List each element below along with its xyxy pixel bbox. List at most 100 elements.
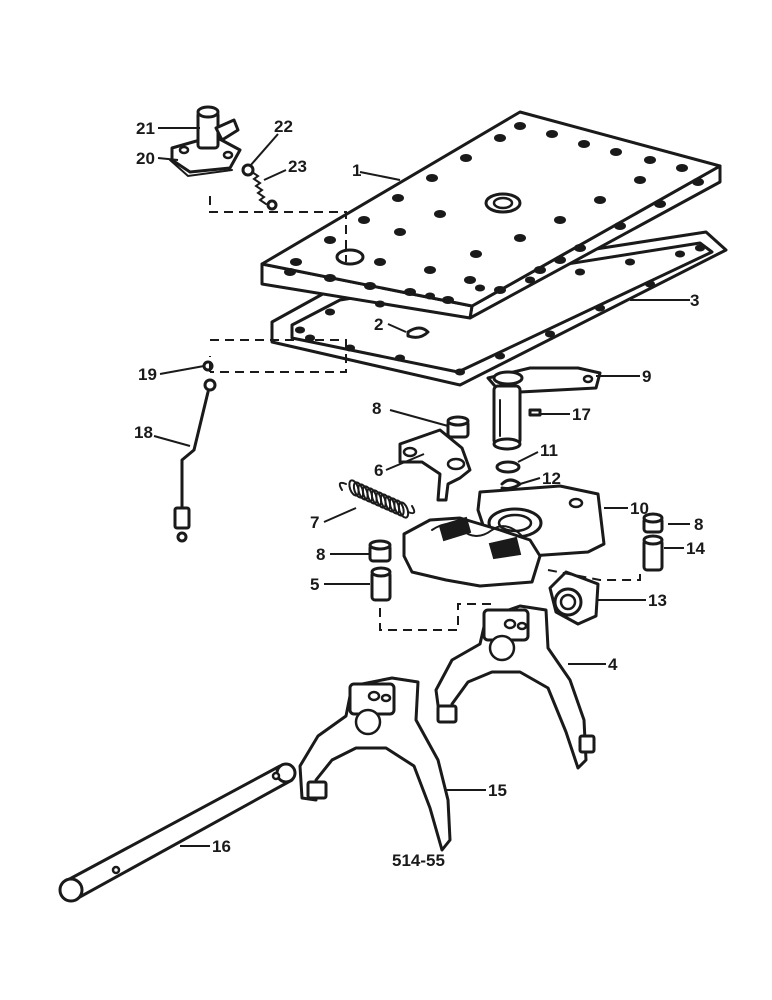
callout-20: 20 bbox=[136, 149, 155, 168]
callout-19: 19 bbox=[138, 365, 157, 384]
bolt-hole bbox=[514, 234, 526, 242]
bolt-hole bbox=[404, 288, 416, 296]
part-8-bushing-left bbox=[368, 539, 392, 563]
part-5-pin bbox=[370, 566, 392, 602]
bolt-hole bbox=[364, 282, 376, 290]
bolt-hole bbox=[614, 222, 626, 230]
bolt-hole bbox=[514, 122, 526, 130]
callout-15: 15 bbox=[488, 781, 507, 800]
part-11-washer bbox=[495, 460, 521, 474]
gasket-hole bbox=[495, 352, 505, 360]
part-23-spring-end bbox=[266, 199, 278, 211]
callout-14: 14 bbox=[686, 539, 705, 558]
callout-21: 21 bbox=[136, 119, 155, 138]
bolt-hole bbox=[434, 210, 446, 218]
gasket-hole bbox=[375, 300, 385, 308]
part-23-spring bbox=[251, 171, 267, 205]
callout-6: 6 bbox=[374, 461, 383, 480]
bolt-hole bbox=[424, 266, 436, 274]
cover-plate-shifter-opening bbox=[335, 248, 365, 266]
bolt-hole bbox=[676, 164, 688, 172]
gasket-hole bbox=[545, 330, 555, 338]
part-10-selector-cam bbox=[402, 484, 606, 588]
bolt-hole bbox=[392, 194, 404, 202]
callout-2: 2 bbox=[374, 315, 383, 334]
callout-5: 5 bbox=[310, 575, 319, 594]
alignment-lines bbox=[209, 196, 641, 631]
gasket-hole bbox=[425, 292, 435, 300]
bolt-hole bbox=[470, 250, 482, 258]
part-2-clip bbox=[406, 326, 430, 339]
bolt-hole bbox=[578, 140, 590, 148]
part-1-cover-plate bbox=[260, 110, 722, 376]
part-12-snap-ring bbox=[500, 478, 522, 490]
callout-4: 4 bbox=[608, 655, 618, 674]
part-6-interlock bbox=[398, 428, 472, 502]
callout-labels: 1 2 3 4 5 6 7 8 8 8 9 10 11 12 13 14 15 … bbox=[134, 117, 705, 856]
callout-13: 13 bbox=[648, 591, 667, 610]
callout-7: 7 bbox=[310, 513, 319, 532]
bolt-hole bbox=[284, 268, 296, 276]
gasket-hole bbox=[595, 304, 605, 312]
part-18-tube bbox=[173, 378, 217, 543]
bolt-hole bbox=[494, 286, 506, 294]
figure-id: 514-55 bbox=[392, 851, 445, 870]
bolt-hole bbox=[534, 266, 546, 274]
bolt-hole bbox=[554, 216, 566, 224]
part-16-shift-rod bbox=[58, 762, 297, 903]
gasket-hole bbox=[525, 276, 535, 284]
gasket-hole bbox=[645, 280, 655, 288]
callout-12: 12 bbox=[542, 469, 561, 488]
gasket-hole bbox=[575, 268, 585, 276]
callout-22: 22 bbox=[274, 117, 293, 136]
part-4-shift-fork bbox=[434, 604, 596, 770]
bolt-hole bbox=[324, 274, 336, 282]
bolt-hole bbox=[442, 296, 454, 304]
gasket-hole bbox=[325, 308, 335, 316]
bolt-hole bbox=[654, 200, 666, 208]
callout-3: 3 bbox=[690, 291, 699, 310]
part-8-bushing-upper bbox=[446, 415, 470, 439]
bolt-hole bbox=[464, 276, 476, 284]
bolt-hole bbox=[634, 176, 646, 184]
callout-23: 23 bbox=[288, 157, 307, 176]
callout-17: 17 bbox=[572, 405, 591, 424]
gasket-hole bbox=[675, 250, 685, 258]
bolt-hole bbox=[554, 256, 566, 264]
bolt-hole bbox=[374, 258, 386, 266]
bolt-hole bbox=[610, 148, 622, 156]
part-17-pin bbox=[528, 408, 542, 417]
gasket-hole bbox=[475, 284, 485, 292]
part-20-gasket bbox=[169, 159, 233, 178]
gasket-hole bbox=[295, 326, 305, 334]
callout-8-right: 8 bbox=[694, 515, 703, 534]
bolt-hole bbox=[358, 216, 370, 224]
part-14-pin bbox=[642, 534, 664, 572]
callout-9: 9 bbox=[642, 367, 651, 386]
leader-lines bbox=[153, 127, 690, 847]
spring-coil bbox=[397, 501, 410, 519]
part-9-shift-lever bbox=[486, 366, 602, 451]
part-7-spring bbox=[338, 479, 416, 519]
part-21-shifter-housing bbox=[170, 105, 242, 174]
bolt-hole bbox=[426, 174, 438, 182]
part-13-shift-block bbox=[548, 570, 600, 626]
callout-8-upper: 8 bbox=[372, 399, 381, 418]
bolt-hole bbox=[460, 154, 472, 162]
bolt-hole bbox=[594, 196, 606, 204]
gasket-hole bbox=[625, 258, 635, 266]
bolt-hole bbox=[644, 156, 656, 164]
callout-1: 1 bbox=[352, 161, 361, 180]
bolt-hole bbox=[394, 228, 406, 236]
bolt-hole bbox=[574, 244, 586, 252]
part-8-bushing-right bbox=[642, 512, 664, 534]
callout-10: 10 bbox=[630, 499, 649, 518]
bolt-hole bbox=[324, 236, 336, 244]
gasket-hole bbox=[395, 354, 405, 362]
bolt-hole bbox=[290, 258, 302, 266]
callout-16: 16 bbox=[212, 837, 231, 856]
callout-18: 18 bbox=[134, 423, 153, 442]
gasket-hole bbox=[695, 244, 705, 252]
bolt-hole bbox=[494, 134, 506, 142]
gasket-hole bbox=[345, 344, 355, 352]
